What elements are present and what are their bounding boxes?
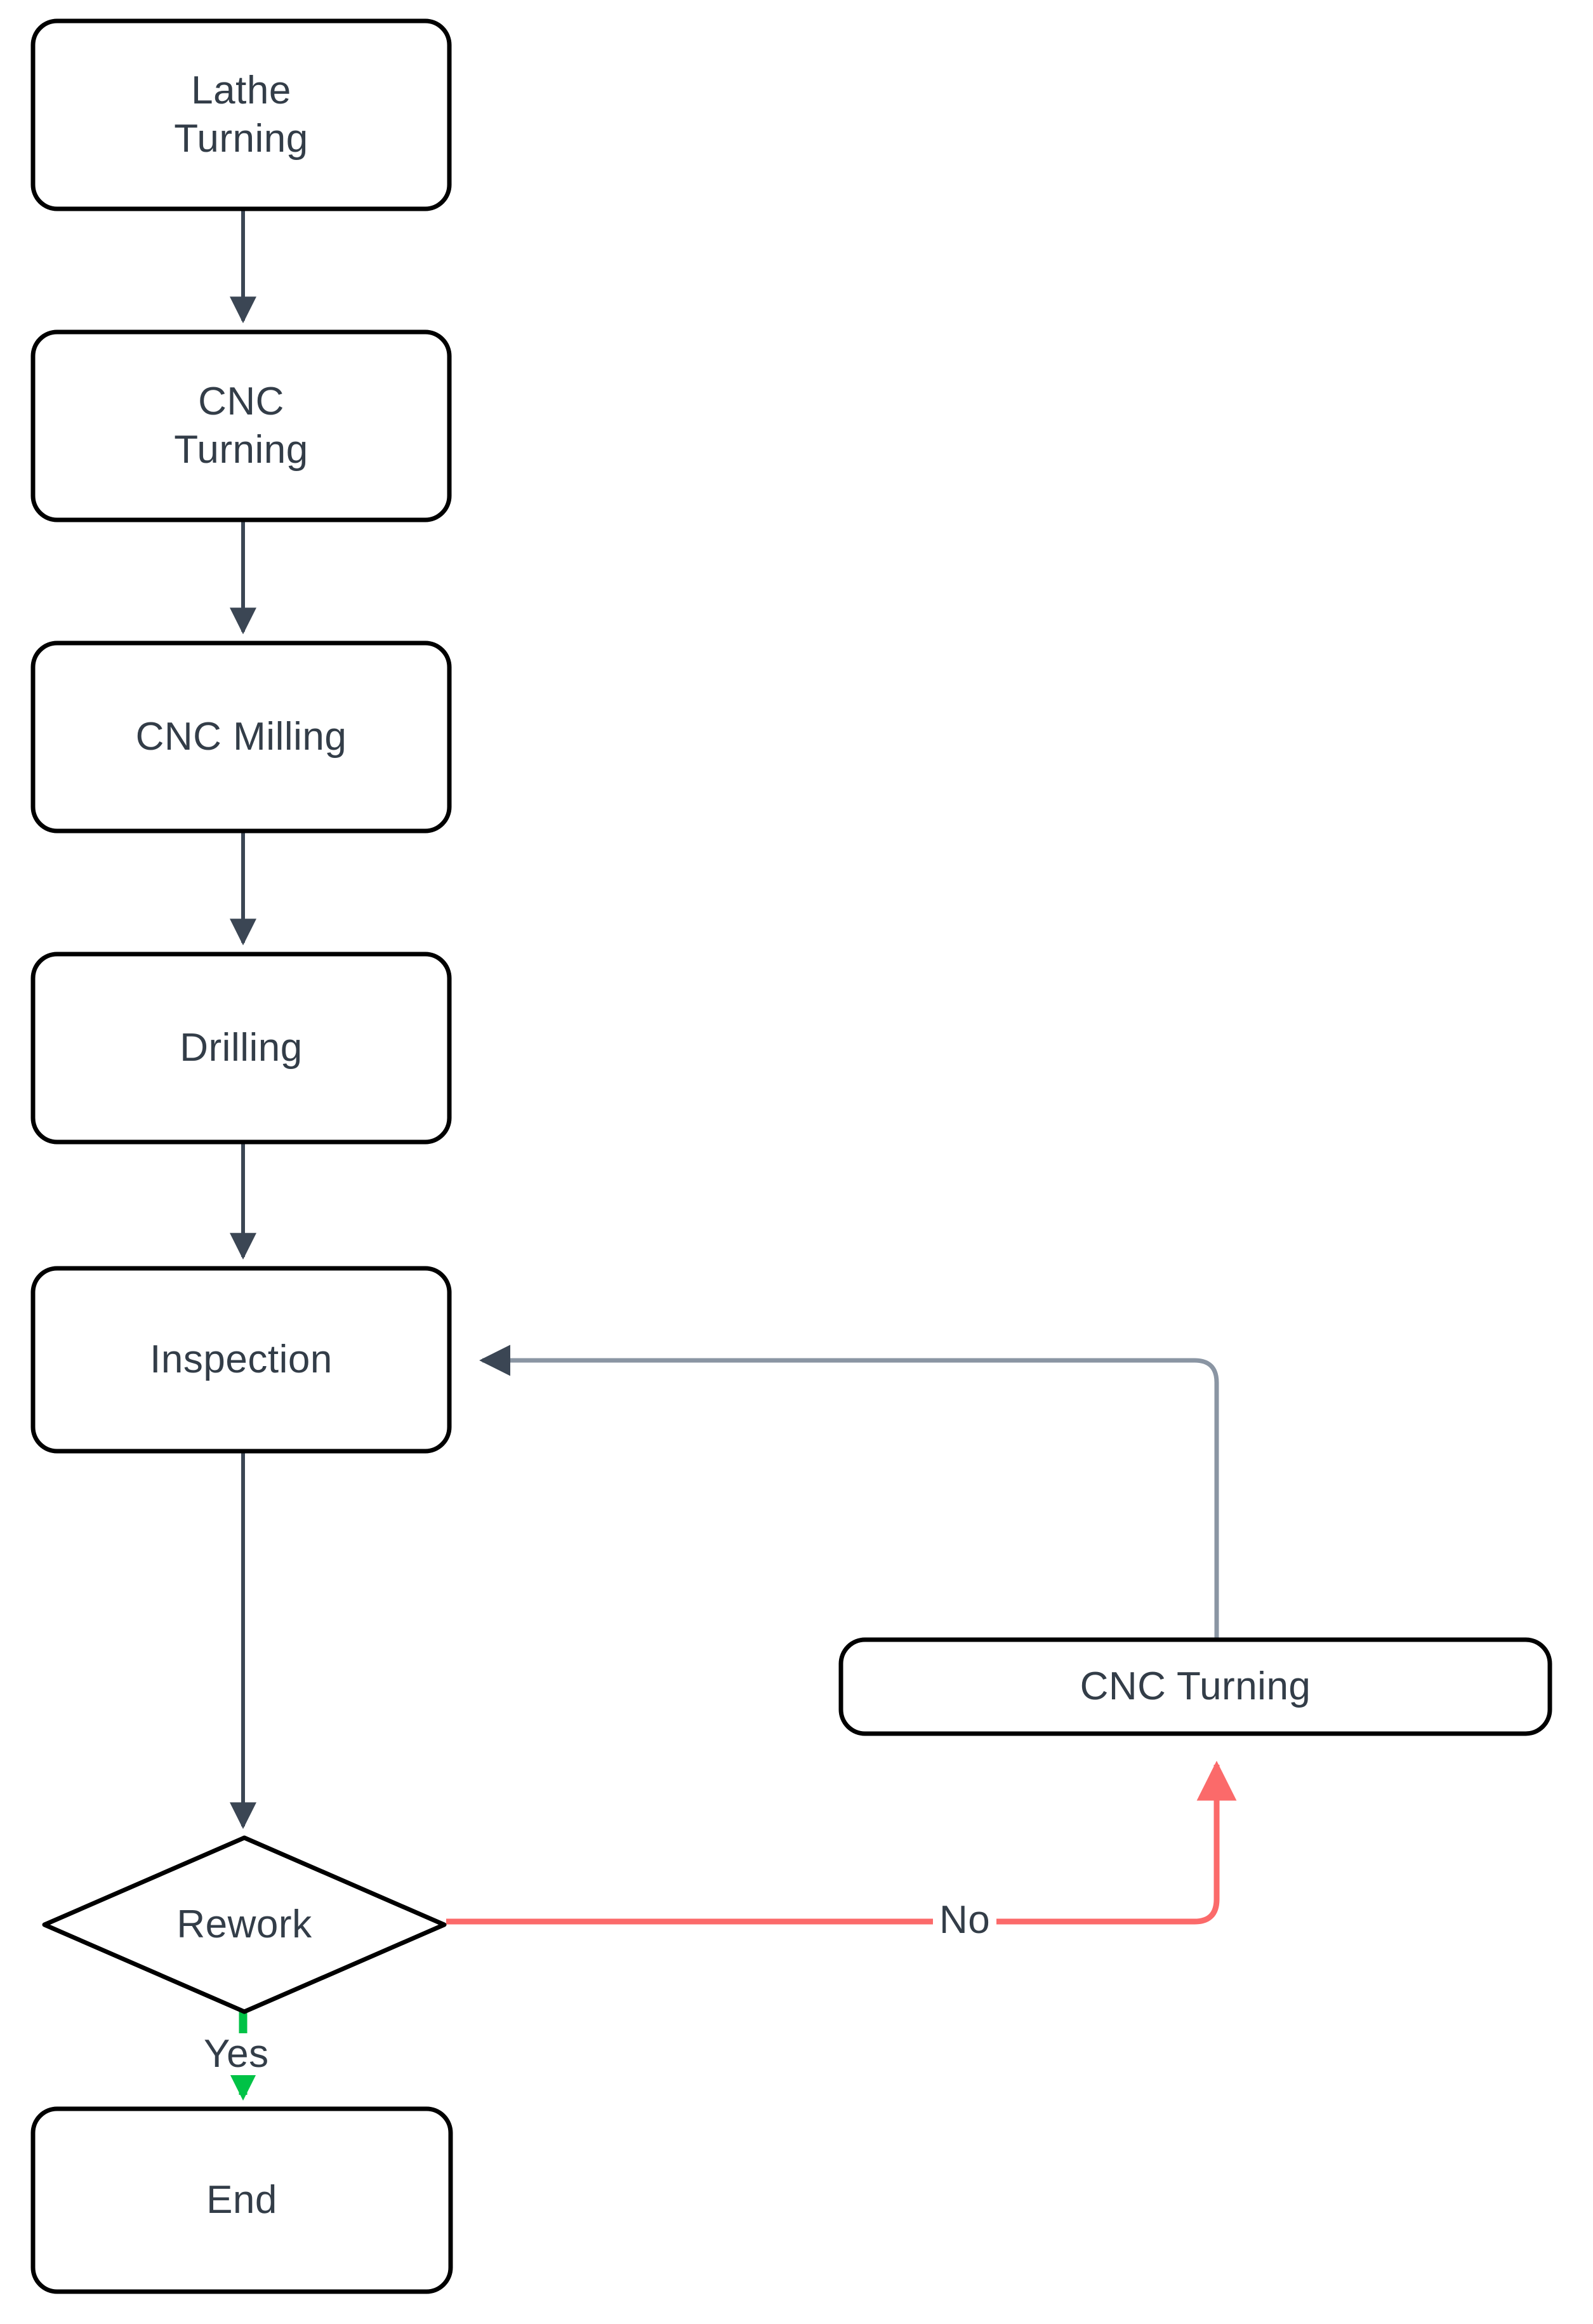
edge-rework-to-cnc-turning-2-no	[446, 1760, 1237, 1925]
node-shape-cnc-turning-1[interactable]	[30, 329, 452, 522]
edge-label-yes: Yes	[197, 2033, 275, 2075]
node-shape-rework-decision[interactable]	[42, 1835, 447, 2014]
node-shape-inspection[interactable]	[30, 1266, 452, 1454]
node-shape-cnc-turning-2[interactable]	[838, 1637, 1552, 1736]
edge-line	[446, 1760, 1237, 1925]
node-shape-drilling[interactable]	[30, 952, 452, 1145]
node-shape-cnc-milling[interactable]	[30, 641, 452, 833]
edge-label-no: No	[933, 1899, 997, 1941]
edge-line	[479, 1345, 1219, 1640]
node-shape-end[interactable]	[30, 2106, 453, 2294]
node-shape-lathe-turning[interactable]	[30, 18, 452, 211]
edge-cnc-turning-2-to-inspection-return	[479, 1345, 1219, 1640]
